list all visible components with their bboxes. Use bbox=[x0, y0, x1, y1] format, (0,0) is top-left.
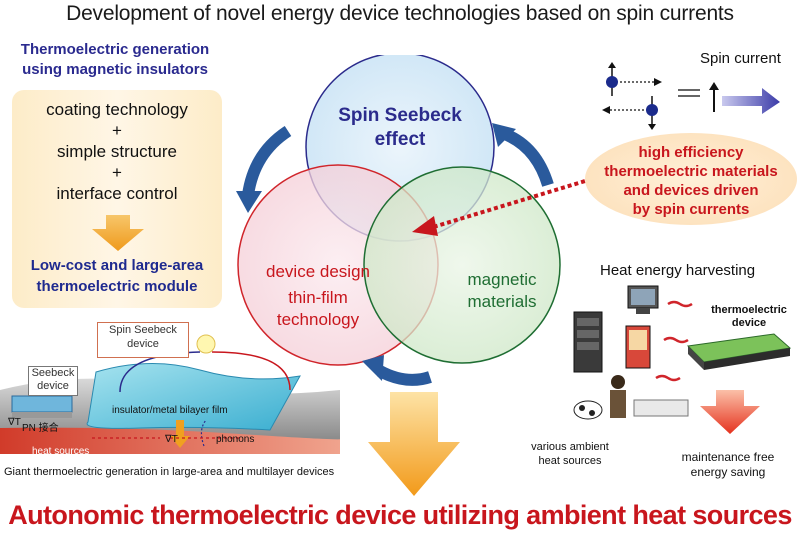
temp-gradient-arrow-icon bbox=[170, 420, 190, 448]
bubble-line4: by spin currents bbox=[632, 201, 750, 218]
left-result: Low-cost and large-area thermoelectric m… bbox=[12, 255, 222, 297]
ambient-line1: various ambient bbox=[531, 441, 609, 453]
left-item-plus-1: + bbox=[112, 121, 122, 140]
cycle-arrow-right-head-icon bbox=[492, 123, 516, 147]
film-label: insulator/metal bilayer film bbox=[112, 405, 228, 416]
cow-icon bbox=[573, 400, 603, 420]
page-title: Development of novel energy device techn… bbox=[66, 2, 734, 25]
left-result-line1: Low-cost and large-area bbox=[30, 257, 204, 274]
left-item-plus-2: + bbox=[112, 163, 122, 182]
left-result-line2: thermoelectric module bbox=[36, 278, 198, 295]
sd-line2: device bbox=[37, 380, 69, 392]
venn-left-line2: thin-film bbox=[288, 288, 348, 307]
maintenance-arrow-icon bbox=[700, 390, 760, 434]
venn-diagram: Spin Seebeck effect device design thin-f… bbox=[236, 55, 561, 386]
maint-line1: maintenance free bbox=[681, 450, 775, 464]
spin-current-bubble-text: high efficiency thermoelectric materials… bbox=[585, 143, 797, 219]
left-heading: Thermoelectric generation using magnetic… bbox=[4, 40, 226, 80]
ssd-line2: device bbox=[127, 338, 159, 350]
pn-junction-label: PN 接合 bbox=[22, 423, 59, 434]
maint-line2: energy saving bbox=[690, 465, 766, 479]
bilayer-film-icon bbox=[86, 362, 301, 431]
spin-schematic-icon bbox=[602, 62, 662, 130]
venn-circle-right bbox=[363, 166, 561, 364]
venn-top-line1: Spin Seebeck bbox=[338, 105, 462, 126]
phonon-arrow-icon bbox=[200, 419, 207, 447]
left-heading-line2: using magnetic insulators bbox=[22, 61, 208, 78]
spin-current-label: Spin current bbox=[700, 50, 781, 67]
left-item-structure: simple structure bbox=[57, 142, 177, 161]
conclusion-arrow-icon bbox=[368, 392, 460, 496]
seebeck-device-box: Seebeck device bbox=[28, 366, 78, 396]
venn-top-line2: effect bbox=[375, 129, 426, 150]
bubble-line1: high efficiency bbox=[638, 144, 744, 161]
gradient-symbol-left: ∇T bbox=[8, 417, 21, 428]
venn-left-line1: device design bbox=[266, 262, 370, 281]
thermoelectric-device-label: thermoelectric device bbox=[704, 304, 794, 330]
spin-to-center-arrow-icon bbox=[412, 173, 606, 236]
person-icon bbox=[611, 375, 625, 389]
ambient-heat-label: various ambient heat sources bbox=[520, 440, 620, 468]
left-item-interface: interface control bbox=[56, 184, 178, 203]
left-item-coating: coating technology bbox=[46, 100, 188, 119]
gradient-symbol-center: ∇T bbox=[165, 434, 178, 445]
ceiling-lights-icon bbox=[633, 399, 689, 417]
ssd-line1: Spin Seebeck bbox=[109, 324, 177, 336]
left-heading-line1: Thermoelectric generation bbox=[20, 41, 210, 58]
phonons-label: phonons bbox=[216, 434, 255, 445]
bubble-line2: thermoelectric materials bbox=[604, 163, 778, 180]
bubble-line3: and devices driven bbox=[623, 182, 759, 199]
main-conclusion: Autonomic thermoelectric device utilizin… bbox=[8, 500, 792, 530]
cycle-arrow-bottom-head-icon bbox=[362, 355, 384, 381]
heat-source-layer-icon bbox=[0, 427, 340, 454]
cycle-arrow-bottom-icon bbox=[377, 365, 432, 386]
thermo-device-line2: device bbox=[731, 317, 767, 329]
harvest-title: Heat energy harvesting bbox=[600, 262, 756, 279]
light-bulb-icon bbox=[196, 334, 216, 354]
venn-left-line3: technology bbox=[277, 310, 360, 329]
maintenance-label: maintenance free energy saving bbox=[668, 450, 788, 480]
wire-red-icon bbox=[211, 351, 291, 391]
spin-current-arrow-icon bbox=[678, 82, 780, 114]
left-panel: coating technology + simple structure + … bbox=[12, 90, 222, 308]
venn-right-line2: materials bbox=[468, 292, 537, 311]
cycle-arrow-left-icon bbox=[242, 125, 292, 197]
thermo-device-line1: thermoelectric bbox=[711, 304, 787, 316]
heat-sources-label: heat sources bbox=[32, 446, 90, 457]
venn-right-line1: magnetic bbox=[468, 270, 537, 289]
spin-seebeck-device-box: Spin Seebeck device bbox=[97, 322, 189, 358]
down-arrow-icon bbox=[92, 215, 144, 251]
harvest-illustration bbox=[573, 285, 792, 434]
heat-wave-arrow-icon bbox=[667, 300, 693, 308]
cycle-arrow-left-head-icon bbox=[236, 191, 262, 213]
sd-line1: Seebeck bbox=[31, 367, 75, 379]
seebeck-device-block-icon bbox=[11, 395, 73, 413]
illustration-caption: Giant thermoelectric generation in large… bbox=[4, 466, 335, 478]
spin-seebeck-illustration bbox=[0, 334, 340, 454]
spin-current-bubble bbox=[585, 133, 797, 225]
ambient-line2: heat sources bbox=[538, 455, 602, 467]
